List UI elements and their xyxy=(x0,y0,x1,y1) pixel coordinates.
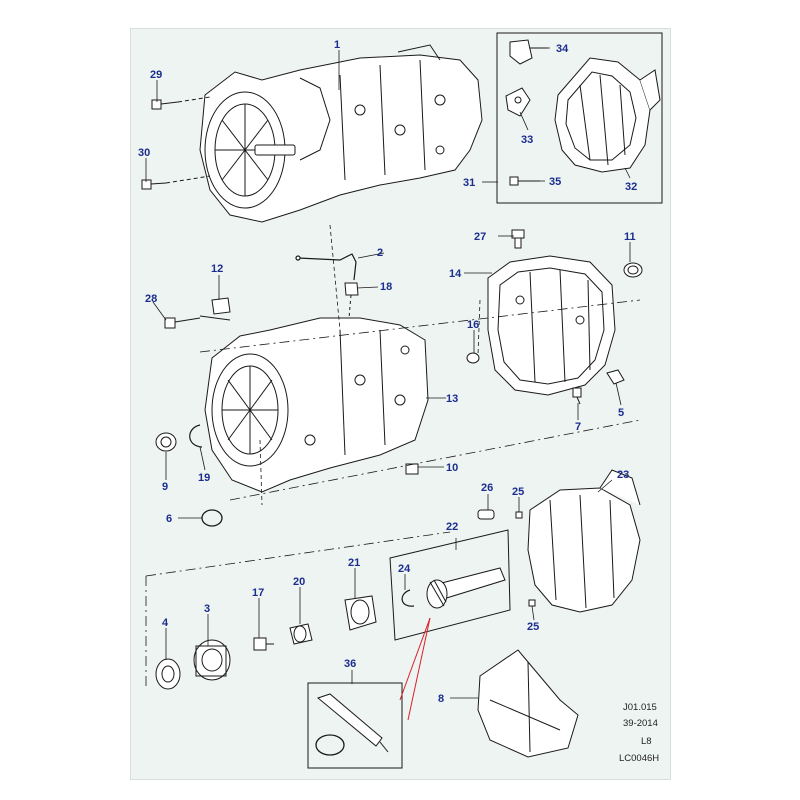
circlip-19-part xyxy=(189,424,203,448)
callout-11: 11 xyxy=(624,231,636,243)
plug-11-part xyxy=(623,262,643,278)
callout-29: 29 xyxy=(150,69,162,81)
plug-25a-part xyxy=(515,511,523,519)
callout-14: 14 xyxy=(449,268,462,280)
callout-25-lower: 25 xyxy=(527,621,539,633)
transmission-case-13 xyxy=(204,317,429,493)
assembly-guide-lines xyxy=(145,299,641,690)
callout-6: 6 xyxy=(166,513,172,525)
callout-3: 3 xyxy=(204,603,210,615)
callout-7: 7 xyxy=(575,421,581,433)
bolt-27-part xyxy=(511,229,525,249)
inset-housing-part xyxy=(554,57,661,173)
fitting-18-part xyxy=(344,282,359,331)
output-shaft-22 xyxy=(426,567,506,609)
rear-cover-14 xyxy=(487,255,616,396)
callout-19: 19 xyxy=(198,472,210,484)
callout-27: 27 xyxy=(474,231,486,243)
callout-25-upper: 25 xyxy=(512,486,524,498)
bolt-35-part xyxy=(509,176,540,186)
reference-code: J01.015 xyxy=(623,702,657,713)
shaft-kit-frame xyxy=(389,529,511,641)
callout-36: 36 xyxy=(344,658,356,670)
part-20 xyxy=(289,623,313,645)
plug-16-part xyxy=(466,352,480,364)
callout-23: 23 xyxy=(617,469,629,481)
part-3 xyxy=(193,639,231,681)
bolt-29-part xyxy=(151,96,211,110)
sealant-tube-part xyxy=(316,693,389,753)
hidden-edges xyxy=(259,224,481,506)
callout-18: 18 xyxy=(380,281,392,293)
o-ring-6-part xyxy=(201,509,223,527)
callout-8: 8 xyxy=(438,693,444,705)
extension-housing-23 xyxy=(527,469,641,613)
callout-12: 12 xyxy=(211,263,223,275)
callout-9: 9 xyxy=(162,481,168,493)
bracket-12-part xyxy=(199,297,231,321)
reference-date: 39-2014 xyxy=(623,718,658,729)
o-ring-kit-part xyxy=(315,734,345,756)
callout-24: 24 xyxy=(398,563,411,575)
callout-5: 5 xyxy=(618,407,624,419)
callout-2: 2 xyxy=(377,247,383,259)
bolt-28-part xyxy=(164,317,201,329)
callout-32: 32 xyxy=(625,181,637,193)
kit-leader-lines xyxy=(399,617,431,721)
kit-36-frame xyxy=(307,682,403,769)
callout-21: 21 xyxy=(348,557,360,569)
callout-17: 17 xyxy=(252,587,264,599)
callout-10: 10 xyxy=(446,462,458,474)
callout-30: 30 xyxy=(138,147,150,159)
circlip-24-part xyxy=(401,589,415,607)
callout-labels: 1 2 3 4 5 6 7 8 9 10 11 12 13 14 16 17 1… xyxy=(138,39,637,705)
reference-number: LC0046H xyxy=(619,753,659,764)
callout-1: 1 xyxy=(334,39,340,51)
callout-35: 35 xyxy=(549,176,561,188)
plug-25b-part xyxy=(528,599,536,607)
shield-8-part xyxy=(477,649,579,758)
callout-33: 33 xyxy=(521,134,533,146)
breather-pipe-2-part xyxy=(295,253,357,281)
switch-5-part xyxy=(606,369,625,385)
callout-34: 34 xyxy=(556,43,569,55)
bracket-33-part xyxy=(505,87,531,117)
transmission-assembly-1 xyxy=(199,44,483,223)
bracket-34-part xyxy=(509,39,548,65)
dowel-26-part xyxy=(477,509,495,520)
callout-13: 13 xyxy=(446,393,458,405)
callout-31: 31 xyxy=(463,177,475,189)
callout-leaders xyxy=(145,47,631,699)
seal-9-part xyxy=(155,432,177,452)
inset-frame xyxy=(496,32,663,204)
callout-26: 26 xyxy=(481,482,493,494)
part-21 xyxy=(344,595,377,631)
callout-22: 22 xyxy=(446,521,458,533)
part-17 xyxy=(253,637,274,651)
callout-20: 20 xyxy=(293,576,305,588)
part-4 xyxy=(155,658,181,690)
bolt-30-part xyxy=(141,175,211,190)
reference-block: J01.015 39-2014 L8 LC0046H xyxy=(619,702,659,764)
callout-16: 16 xyxy=(467,319,479,331)
reference-model: L8 xyxy=(641,736,652,747)
callout-28: 28 xyxy=(145,293,157,305)
callout-4: 4 xyxy=(162,617,169,629)
plug-7-part xyxy=(572,387,582,405)
